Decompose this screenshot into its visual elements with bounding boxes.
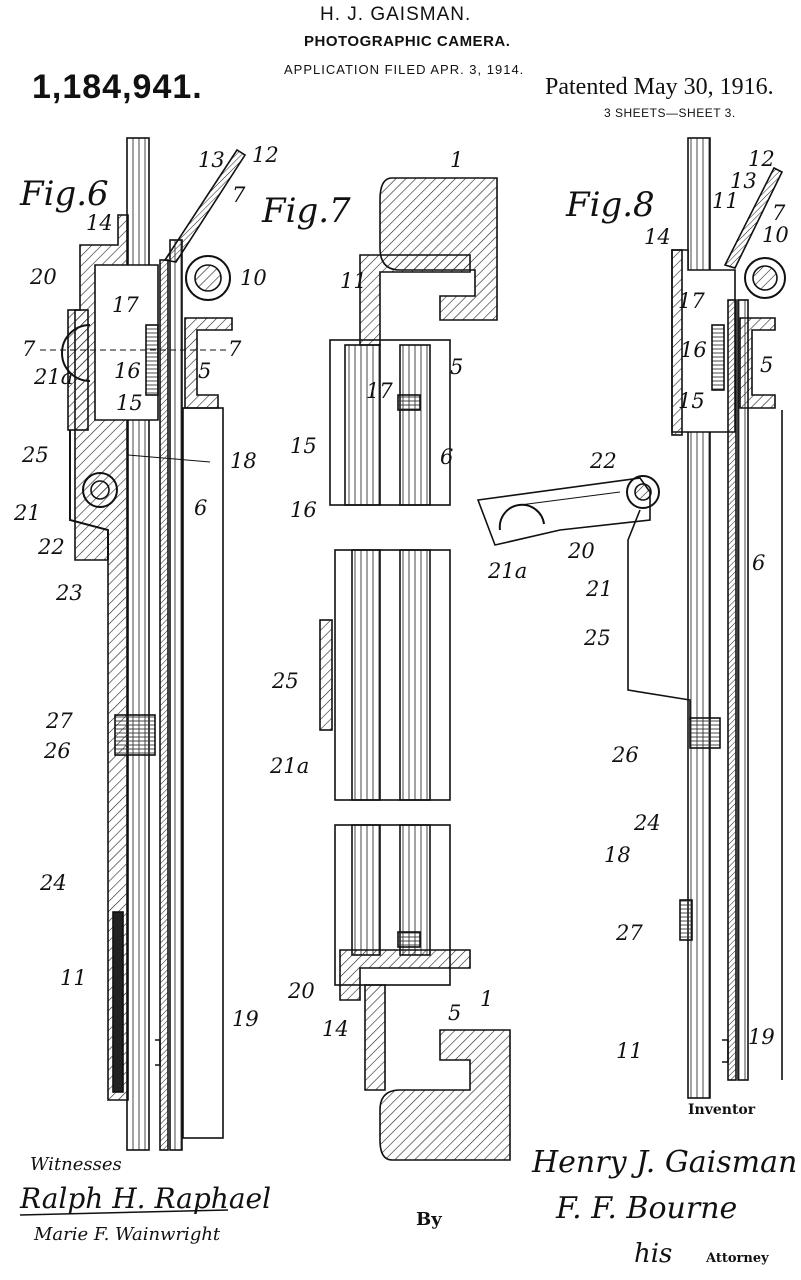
figure-7-labels: 1 11 5 17 15 6 16 25 21a 20 5 1 14 [269,148,493,1041]
fig8-label-24: 24 [633,811,661,835]
fig8-label-10: 10 [762,223,789,247]
figure-8: Fig.8 [476,137,786,1099]
by-caption: By [416,1209,442,1230]
attorney-signature: F. F. Bourne [555,1191,737,1226]
fig6-label-13: 13 [198,148,225,172]
witness-2-signature: Marie F. Wainwright [33,1224,221,1245]
invention-title: PHOTOGRAPHIC CAMERA. [304,33,511,50]
fig8-label-20: 20 [567,539,595,563]
fig8-label-27: 27 [615,921,643,945]
fig6-label-6: 6 [194,496,207,520]
fig7-label-1-bottom: 1 [480,987,493,1011]
figure-8-title: Fig.8 [565,185,655,225]
witness-1-signature: Ralph H. Raphael [19,1182,271,1215]
fig6-label-24: 24 [39,871,67,895]
fig8-label-15: 15 [678,389,705,413]
fig6-label-27: 27 [45,709,73,733]
fig8-label-21: 21 [585,577,613,601]
fig7-label-11: 11 [340,269,367,293]
fig8-label-5: 5 [760,353,773,377]
fig6-label-16: 16 [114,359,141,383]
fig6-label-7-left: 7 [22,337,36,361]
attorney-caption: Attorney [705,1251,769,1266]
fig7-label-5-bottom: 5 [448,1001,461,1025]
fig6-label-21: 21 [13,501,41,525]
fig8-label-13: 13 [730,169,757,193]
fig8-label-19: 19 [748,1025,775,1049]
fig8-label-11-bottom: 11 [616,1039,643,1063]
fig6-label-7-right: 7 [228,337,242,361]
fig8-label-11-top: 11 [712,189,739,213]
fig8-label-17: 17 [678,289,705,313]
signatures: Inventor Witnesses Ralph H. Raphael Mari… [19,1102,797,1269]
application-filed: APPLICATION FILED APR. 3, 1914. [284,62,525,77]
figure-6-labels: 13 12 7 14 20 10 17 7 7 21a 16 5 15 25 1… [13,143,279,1031]
figure-7: Fig.7 [261,177,511,1161]
fig7-label-16: 16 [290,498,317,522]
fig6-label-25: 25 [21,443,49,467]
fig6-label-15: 15 [116,391,143,415]
fig7-label-14: 14 [322,1017,349,1041]
fig7-label-20: 20 [287,979,315,1003]
fig7-label-17: 17 [366,379,393,403]
fig7-label-21a: 21a [269,754,309,778]
fig8-label-12: 12 [748,147,775,171]
fig6-label-14: 14 [86,211,113,235]
fig7-label-1-top: 1 [450,148,463,172]
witnesses-caption: Witnesses [30,1154,122,1175]
fig6-label-26: 26 [43,739,71,763]
patent-number: 1,184,941. [32,68,203,106]
inventor-name-header: H. J. GAISMAN. [320,4,472,25]
his-caption: his [634,1239,672,1269]
fig6-label-5: 5 [198,359,211,383]
fig6-label-21a: 21a [33,365,73,389]
fig6-label-17: 17 [112,293,139,317]
fig8-label-7: 7 [772,201,786,225]
fig6-label-7-top: 7 [232,183,246,207]
fig6-label-11: 11 [60,966,87,990]
inventor-caption: Inventor [688,1102,756,1118]
figure-6-title: Fig.6 [19,174,109,214]
fig6-label-23: 23 [55,581,83,605]
fig6-label-19: 19 [232,1007,259,1031]
figure-7-title: Fig.7 [261,191,351,231]
fig8-label-25: 25 [583,626,611,650]
fig6-label-18: 18 [230,449,257,473]
fig8-label-26: 26 [611,743,639,767]
fig8-label-18: 18 [604,843,631,867]
fig7-label-25: 25 [271,669,299,693]
fig8-label-22: 22 [589,449,617,473]
sheet-count: 3 SHEETS—SHEET 3. [604,106,736,120]
fig6-label-12: 12 [252,143,279,167]
fig7-label-15: 15 [290,434,317,458]
fig6-label-22: 22 [37,535,65,559]
fig8-label-6: 6 [752,551,765,575]
fig8-label-21a: 21a [487,559,527,583]
fig6-label-20: 20 [29,265,57,289]
inventor-signature: Henry J. Gaisman [531,1145,797,1180]
figure-8-labels: 12 13 7 11 10 14 17 16 5 15 22 6 21a 20 … [487,147,789,1063]
fig7-label-5-top: 5 [450,355,463,379]
fig7-label-6: 6 [440,445,453,469]
fig8-label-14: 14 [644,225,671,249]
fig8-label-16: 16 [680,338,707,362]
fig6-label-10: 10 [240,266,267,290]
patented-date: Patented May 30, 1916. [545,74,774,100]
figure-6: Fig.6 [19,137,247,1151]
